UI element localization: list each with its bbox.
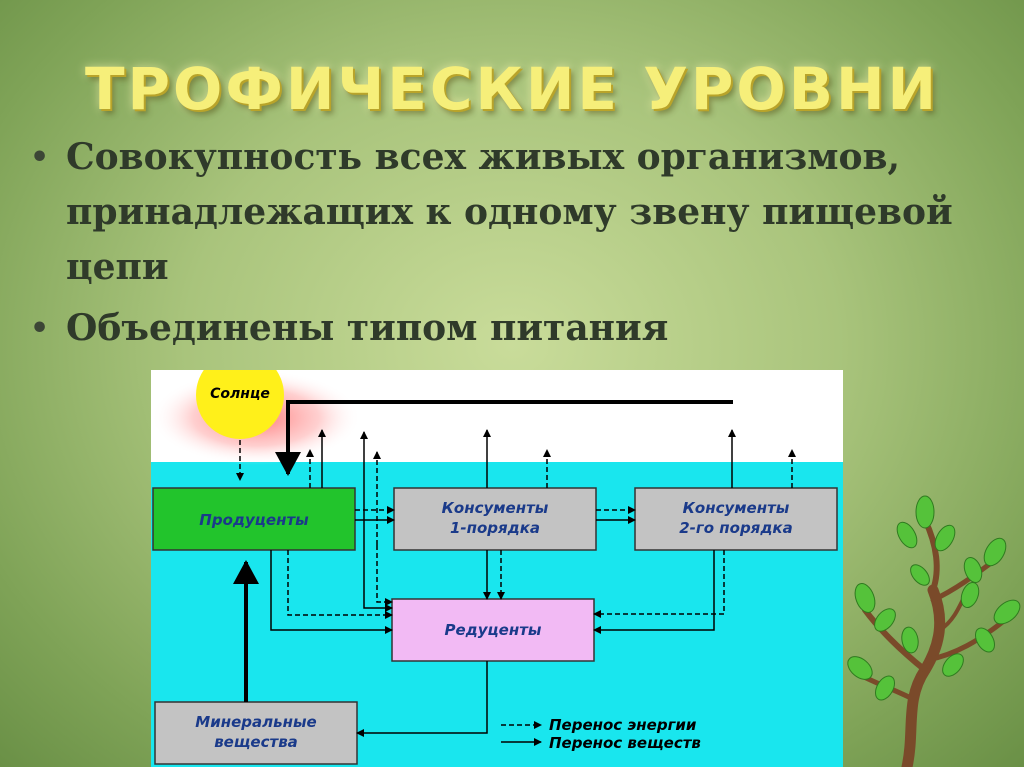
sun-label: Солнце	[210, 386, 270, 402]
bullet-text: Объединены типом питания	[66, 307, 669, 349]
minerals-box	[154, 701, 358, 765]
legend-energy-label: Перенос энергии	[549, 716, 697, 734]
tree-illustration	[847, 495, 1021, 767]
minerals-label-line2: вещества	[214, 733, 298, 751]
consumers2-label-line1: Консументы	[683, 499, 790, 517]
reducers-label: Редуценты	[445, 621, 542, 639]
producers-box	[152, 487, 356, 551]
bullet-item: • Совокупность всех живых организмов, пр…	[30, 130, 1020, 295]
legend-matter-label: Перенос веществ	[549, 734, 701, 752]
consumers1-label-line1: Консументы	[442, 499, 549, 517]
producers-label: Продуценты	[199, 511, 309, 529]
bullet-list: • Совокупность всех живых организмов, пр…	[30, 130, 1020, 362]
energy-arrows	[236, 440, 796, 619]
slide-title: ТРОФИЧЕСКИЕ УРОВНИ	[84, 55, 940, 123]
matter-arrows	[270, 429, 736, 737]
consumers2-box	[634, 487, 838, 551]
reducers-box	[391, 598, 595, 662]
consumers2-label-line2: 2-го порядка	[679, 519, 792, 537]
bullet-icon: •	[30, 140, 50, 175]
bullet-item: • Объединены типом питания	[30, 301, 1020, 356]
sun-energy-arrow	[275, 400, 733, 476]
bullet-icon: •	[30, 311, 50, 346]
trophic-diagram: Солнце Продуценты Консументы 1-порядка К…	[151, 370, 843, 767]
consumers1-label-line2: 1-порядка	[450, 519, 540, 537]
sun-icon	[196, 370, 284, 439]
bullet-text: Совокупность всех живых организмов, прин…	[66, 136, 953, 288]
minerals-label-line1: Минеральные	[195, 713, 316, 731]
